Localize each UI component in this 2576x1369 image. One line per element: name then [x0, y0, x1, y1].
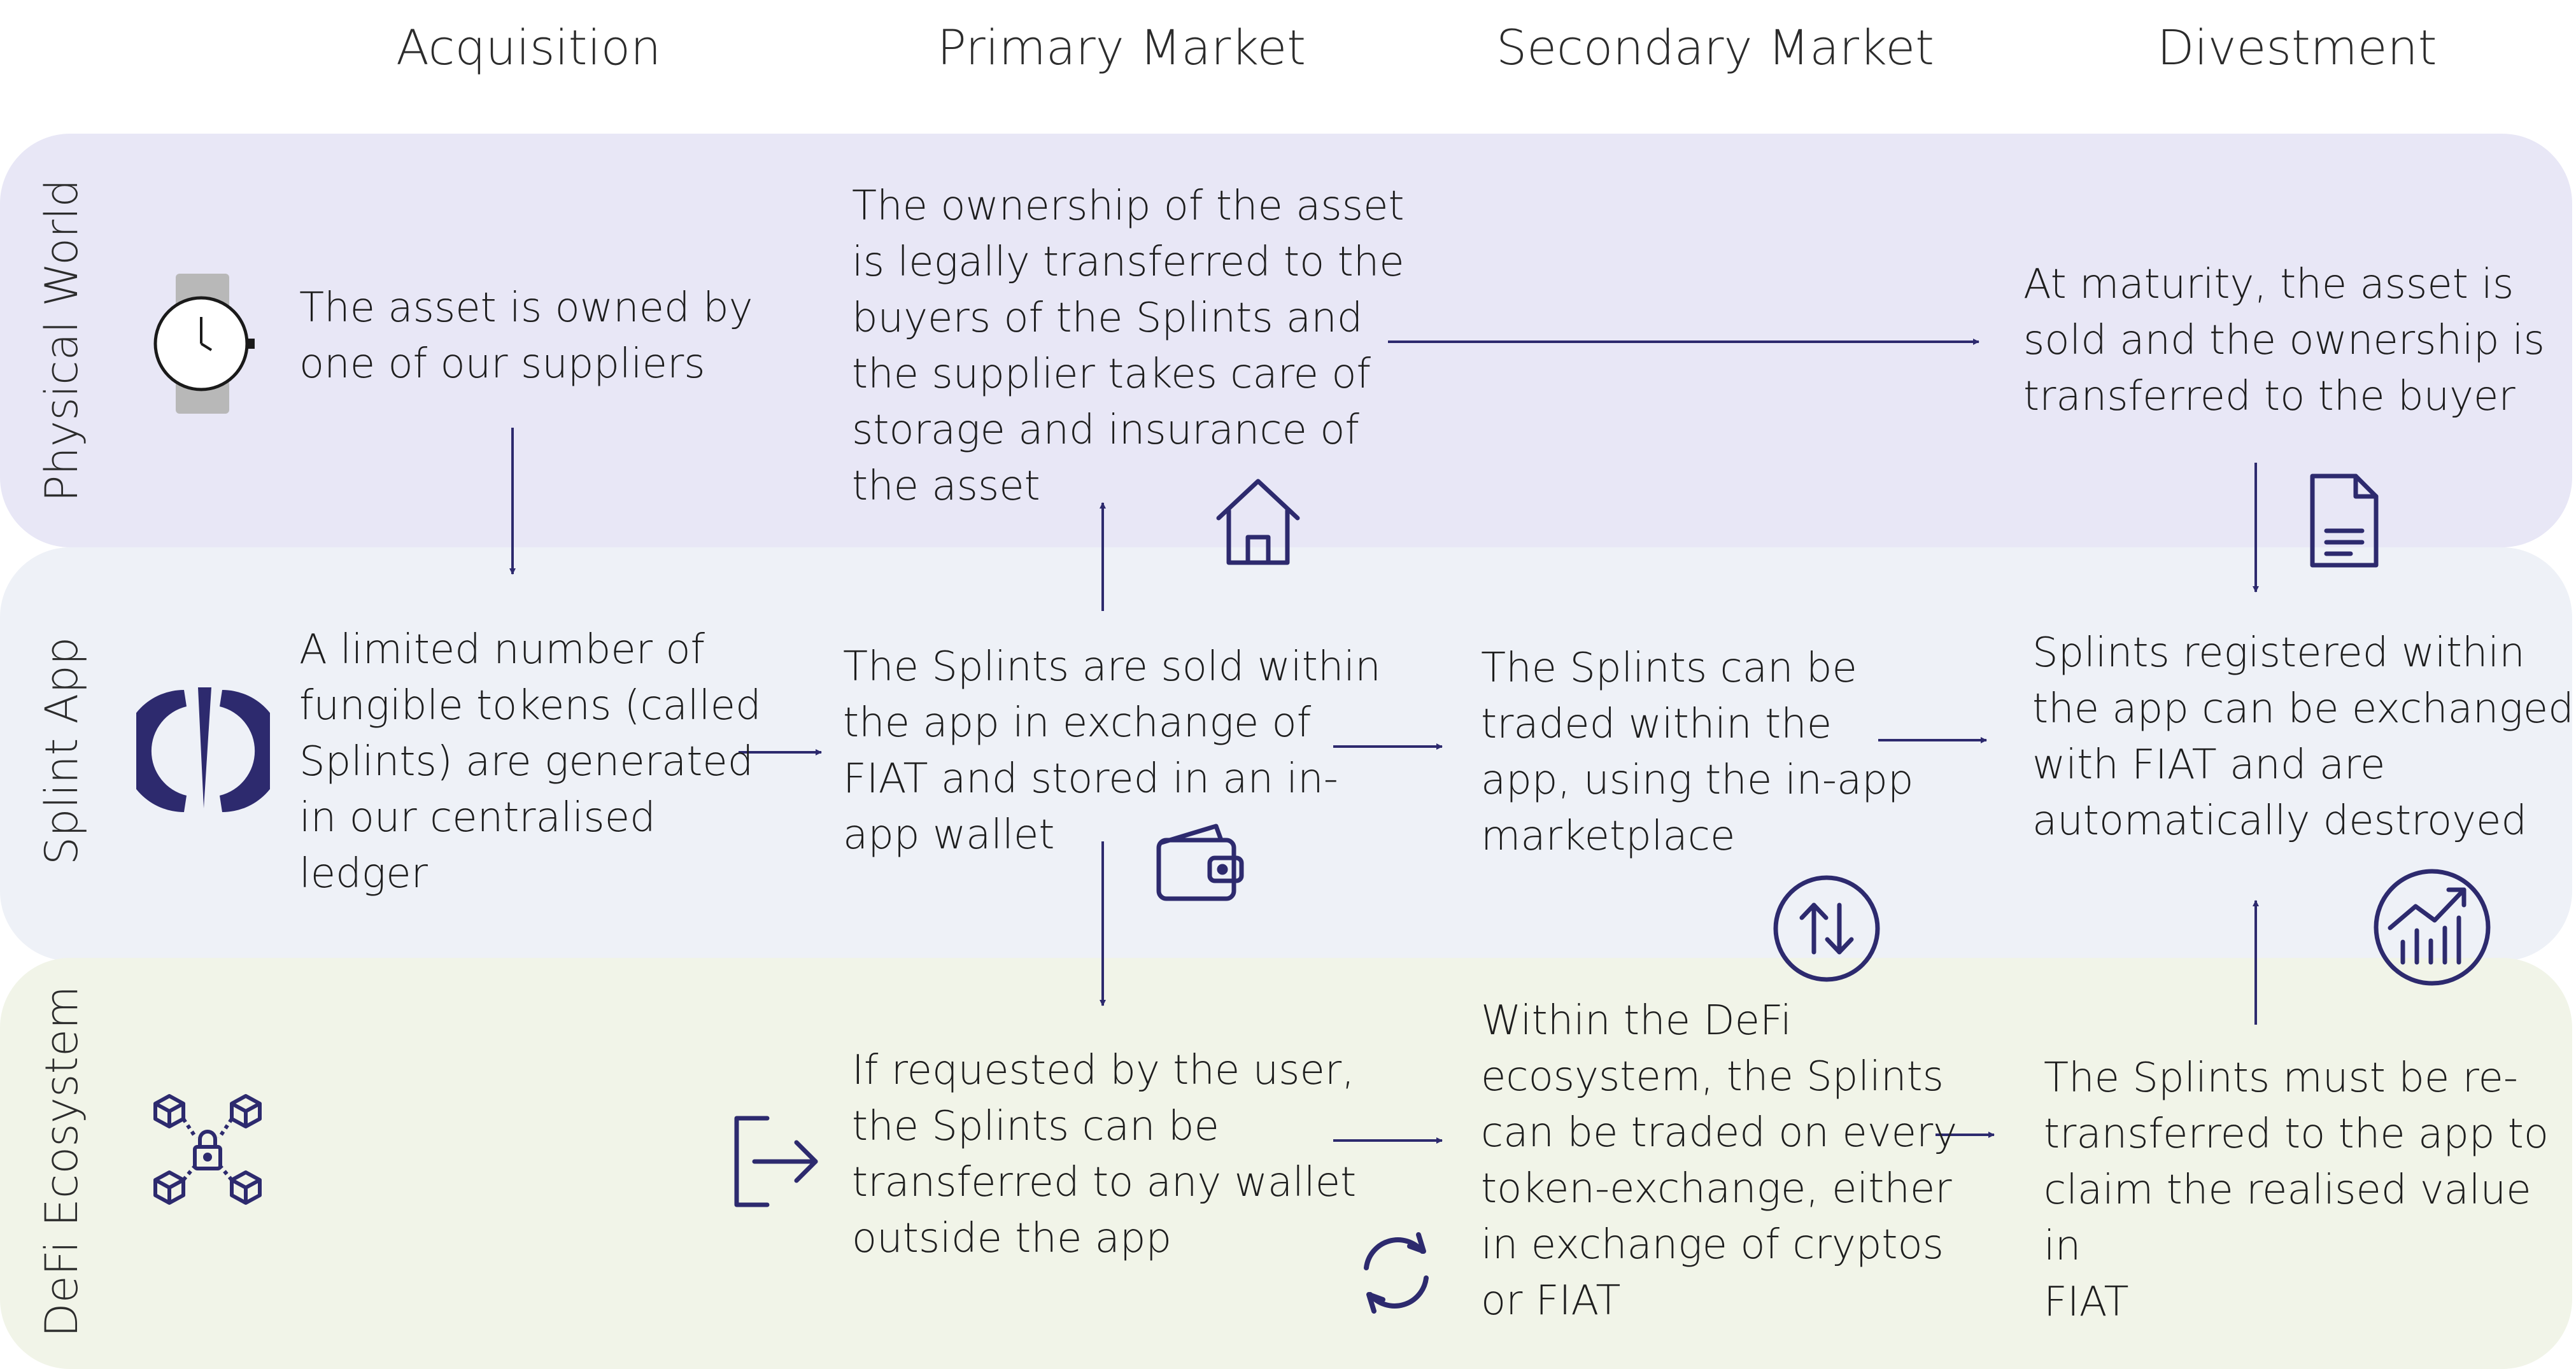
row-label-physical-world: Physical World	[36, 179, 88, 502]
column-header-secondary-market: Secondary Market	[1496, 19, 1934, 76]
column-header-divestment: Divestment	[2157, 19, 2437, 76]
splint-logo-icon	[136, 687, 270, 812]
blockchain-lock-icon	[153, 1094, 262, 1205]
cell-physical-divestment: At maturity, the asset is sold and the o…	[2023, 261, 2545, 420]
wallet-icon	[1156, 824, 1244, 901]
refresh-icon	[1364, 1232, 1429, 1314]
cell-splint-divestment: Splints registered within the app can be…	[2032, 629, 2574, 845]
cell-physical-acquisition: The asset is owned by one of our supplie…	[299, 284, 753, 388]
house-icon	[1216, 479, 1300, 565]
splint-app-band	[0, 547, 2572, 961]
cell-defi-secondary: Within the DeFi ecosystem, the Splints c…	[1481, 997, 1958, 1324]
document-icon	[2310, 474, 2379, 568]
cell-splint-primary: The Splints are sold within the app in e…	[843, 643, 1381, 859]
row-label-splint-app: Splint App	[36, 636, 88, 866]
cell-physical-primary: The ownership of the asset is legally tr…	[852, 183, 1405, 510]
export-icon	[734, 1116, 818, 1207]
chart-growth-icon	[2374, 869, 2491, 986]
cell-splint-acquisition: A limited number of fungible tokens (cal…	[299, 626, 761, 897]
up-down-arrows-icon	[1773, 875, 1880, 982]
column-header-acquisition: Acquisition	[396, 19, 662, 76]
cell-defi-primary: If requested by the user, the Splints ca…	[852, 1047, 1357, 1262]
defi-ecosystem-band	[0, 958, 2572, 1369]
cell-defi-divestment: The Splints must be re- transferred to t…	[2044, 1055, 2549, 1326]
row-label-defi-ecosystem: DeFi Ecosystem	[36, 985, 88, 1338]
column-header-primary-market: Primary Market	[937, 19, 1306, 76]
physical-world-band	[0, 134, 2572, 547]
cell-splint-secondary: The Splints can be traded within the app…	[1481, 645, 1914, 860]
watch-icon	[153, 274, 255, 414]
